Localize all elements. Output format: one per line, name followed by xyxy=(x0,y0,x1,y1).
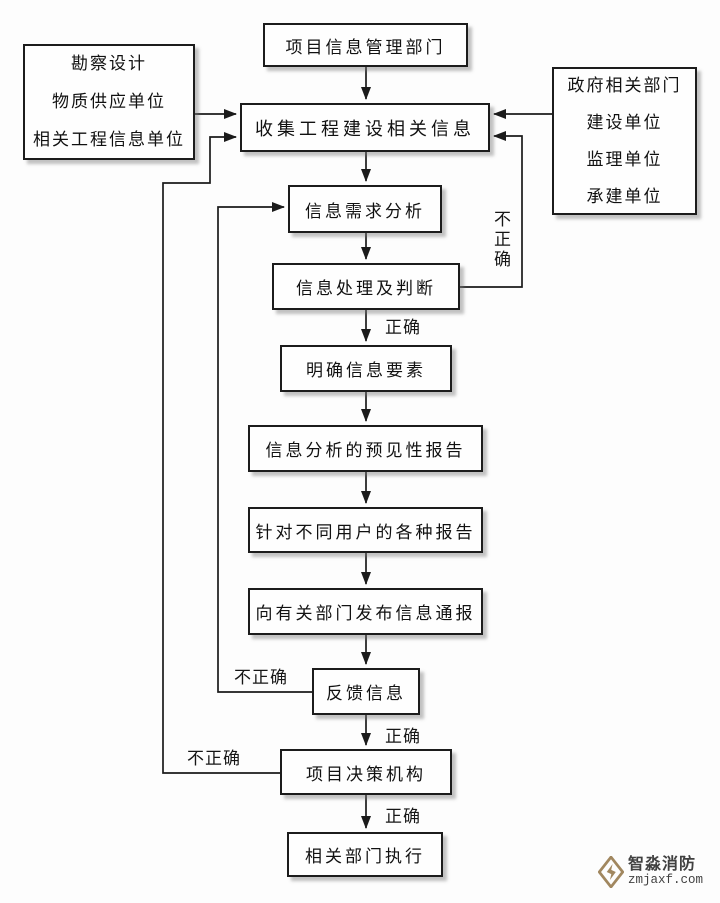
node-departments-execute: 相关部门执行 xyxy=(287,832,443,877)
edge-label-decision-correct: 正确 xyxy=(385,807,421,826)
node-label: 信息处理及判断 xyxy=(296,279,436,298)
node-label: 项目信息管理部门 xyxy=(285,37,446,57)
node-forecast-report: 信息分析的预见性报告 xyxy=(248,425,483,472)
edge-label-process-correct: 正确 xyxy=(385,318,421,337)
node-label: 针对不同用户的各种报告 xyxy=(255,522,476,542)
node-decision-body: 项目决策机构 xyxy=(280,749,452,795)
node-label-line: 相关工程信息单位 xyxy=(33,130,185,149)
node-label-line: 监理单位 xyxy=(586,150,663,169)
watermark-site: zmjaxf.com xyxy=(628,872,704,887)
node-label-line: 勘察设计 xyxy=(71,54,147,73)
node-label-line: 政府相关部门 xyxy=(567,76,682,95)
node-clarify-elements: 明确信息要素 xyxy=(280,345,452,392)
node-label: 信息需求分析 xyxy=(305,201,425,221)
watermark: 智淼消防 zmjaxf.com xyxy=(598,856,703,888)
node-label: 相关部门执行 xyxy=(305,847,425,866)
node-label: 反馈信息 xyxy=(326,684,406,703)
node-label: 明确信息要素 xyxy=(306,361,426,380)
node-label: 项目决策机构 xyxy=(306,764,426,784)
node-feedback-info: 反馈信息 xyxy=(312,668,420,715)
edge-loop-feedback-incorrect xyxy=(217,202,312,693)
node-demand-analysis: 信息需求分析 xyxy=(288,185,442,233)
node-right-info-sources: 政府相关部门 建设单位 监理单位 承建单位 xyxy=(552,67,697,215)
edge-loop-decision-incorrect xyxy=(162,132,280,774)
node-left-info-sources: 勘察设计 物质供应单位 相关工程信息单位 xyxy=(23,44,195,160)
edge-label-process-incorrect: 不正确 xyxy=(491,210,510,270)
node-collect-info: 收集工程建设相关信息 xyxy=(240,103,490,152)
node-user-reports: 针对不同用户的各种报告 xyxy=(248,507,483,553)
node-label-line: 承建单位 xyxy=(586,187,663,206)
edge-label-feedback-incorrect: 不正确 xyxy=(234,668,288,687)
node-label-line: 物质供应单位 xyxy=(52,92,166,111)
node-label: 收集工程建设相关信息 xyxy=(255,118,475,139)
edge-loop-process-incorrect xyxy=(460,131,523,288)
edge-label-decision-incorrect: 不正确 xyxy=(187,749,241,768)
node-label: 信息分析的预见性报告 xyxy=(265,441,466,460)
zhimiao-logo-icon xyxy=(598,856,624,888)
node-publish-bulletin: 向有关部门发布信息通报 xyxy=(248,588,483,635)
watermark-brand: 智淼消防 xyxy=(628,856,697,874)
node-process-judge: 信息处理及判断 xyxy=(272,263,460,310)
node-label-line: 建设单位 xyxy=(586,113,663,132)
node-label: 向有关部门发布信息通报 xyxy=(255,604,476,623)
node-project-info-management-dept: 项目信息管理部门 xyxy=(263,23,468,67)
edge-label-feedback-correct: 正确 xyxy=(385,727,421,746)
